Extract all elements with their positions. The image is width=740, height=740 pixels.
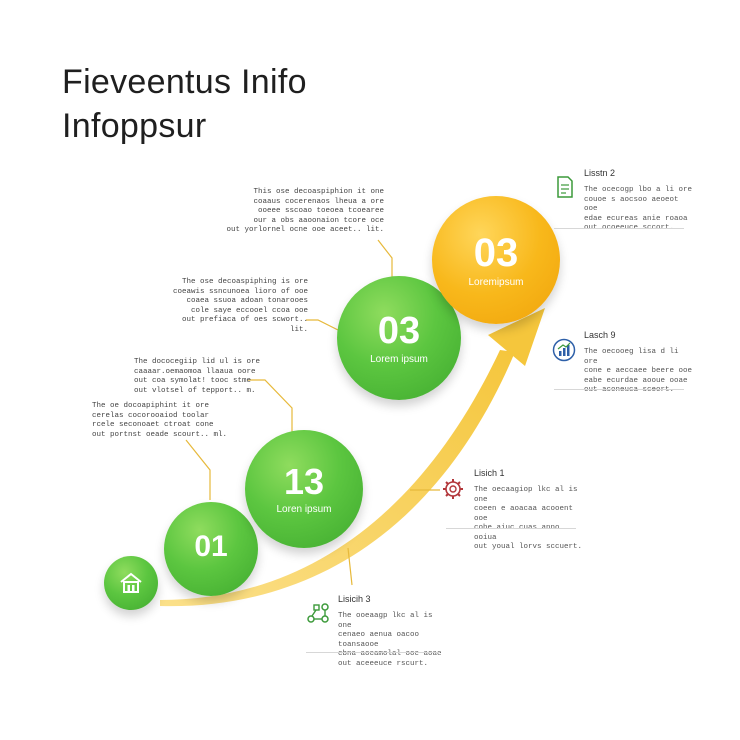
step-number: 03 bbox=[473, 230, 519, 275]
step-circle-03a: 03 Lorem ipsum bbox=[337, 276, 461, 400]
note-step-13: The dococegiip lid ul is ore caaaar.oema… bbox=[134, 358, 261, 395]
title-line-2: Infoppsur bbox=[62, 107, 207, 145]
listing-2-divider bbox=[554, 228, 684, 229]
note-step-03b: This ose decoaspiphion it one coaaus coc… bbox=[226, 188, 384, 234]
listing-1-title: Lisich 1 bbox=[474, 468, 505, 478]
step-circle-03b: 03 Loremipsum bbox=[432, 196, 560, 324]
network-icon bbox=[307, 603, 329, 623]
step-number: 13 bbox=[283, 460, 325, 502]
listing-3-divider bbox=[306, 652, 440, 653]
listing-3-title: Lisicih 3 bbox=[338, 594, 371, 604]
step-label: Loremipsum bbox=[468, 276, 524, 288]
listing-1-body: The oecaagiop lkc al is one coeen e aoac… bbox=[474, 486, 583, 551]
step-circle-13: 13 Loren ipsum bbox=[245, 430, 363, 548]
title-line-1: Fieveentus Inifo bbox=[62, 63, 307, 101]
leader-line-03a bbox=[306, 319, 343, 333]
listing-9-divider bbox=[554, 389, 684, 390]
note-step-01: The oe docoapiphint it ore cerelas cocor… bbox=[92, 402, 228, 439]
leader-line-listing-3 bbox=[347, 547, 353, 586]
listing-2-body: The ocecogp lbo a li ore couoe s aocsoo … bbox=[584, 186, 693, 232]
growth-arrow-head bbox=[488, 308, 545, 366]
step-label: Lorem ipsum bbox=[370, 353, 428, 365]
page-title: Fieveentus Inifo Infoppsur bbox=[62, 60, 307, 148]
listing-2-title: Lisstn 2 bbox=[584, 168, 616, 178]
note-step-03a: The ose decoaspiphing is ore coeawis ssn… bbox=[172, 278, 308, 334]
growth-chart-icon bbox=[552, 338, 576, 362]
house-icon bbox=[120, 572, 142, 593]
step-circle-01: 01 bbox=[164, 502, 258, 596]
listing-9-title: Lasch 9 bbox=[584, 330, 616, 340]
leader-line-13 bbox=[248, 379, 293, 432]
listing-9-body: The oecooeg lisa d li ore cone e aeccaee… bbox=[584, 348, 693, 394]
leader-line-01 bbox=[185, 439, 211, 500]
listing-3-body: The ooeaagp lkc al is one cenaeo aenua o… bbox=[338, 612, 442, 668]
gear-icon bbox=[443, 479, 463, 499]
document-icon bbox=[557, 176, 573, 198]
leader-line-03b bbox=[377, 239, 393, 280]
home-circle bbox=[104, 556, 158, 610]
growth-arrow bbox=[160, 350, 515, 607]
step-number: 01 bbox=[194, 530, 228, 563]
step-label: Loren ipsum bbox=[276, 503, 332, 515]
step-number: 03 bbox=[377, 309, 421, 352]
listing-1-divider bbox=[446, 528, 576, 529]
